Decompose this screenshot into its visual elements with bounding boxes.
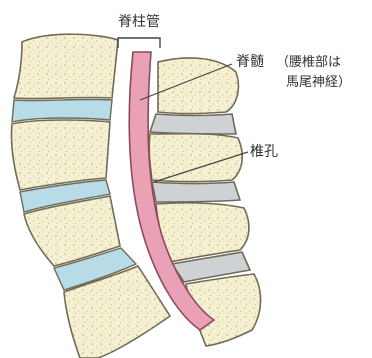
spinal-cord-note-label: （腰椎部は (276, 55, 341, 70)
vertebral-body-1-texture (14, 34, 118, 98)
cauda-equina-label: 馬尾神経） (286, 75, 351, 90)
posterior-bone-2-texture (149, 134, 242, 182)
posterior-elements (149, 58, 260, 346)
posterior-disc-1 (150, 114, 236, 134)
spinal-canal-bracket (118, 38, 160, 48)
posterior-disc-2 (152, 182, 240, 202)
spinal-cord-label: 脊髄 (236, 54, 264, 70)
disc-1 (12, 99, 112, 122)
foramen-label: 椎孔 (250, 144, 278, 160)
spinal-canal-label: 脊柱管 (118, 14, 160, 30)
